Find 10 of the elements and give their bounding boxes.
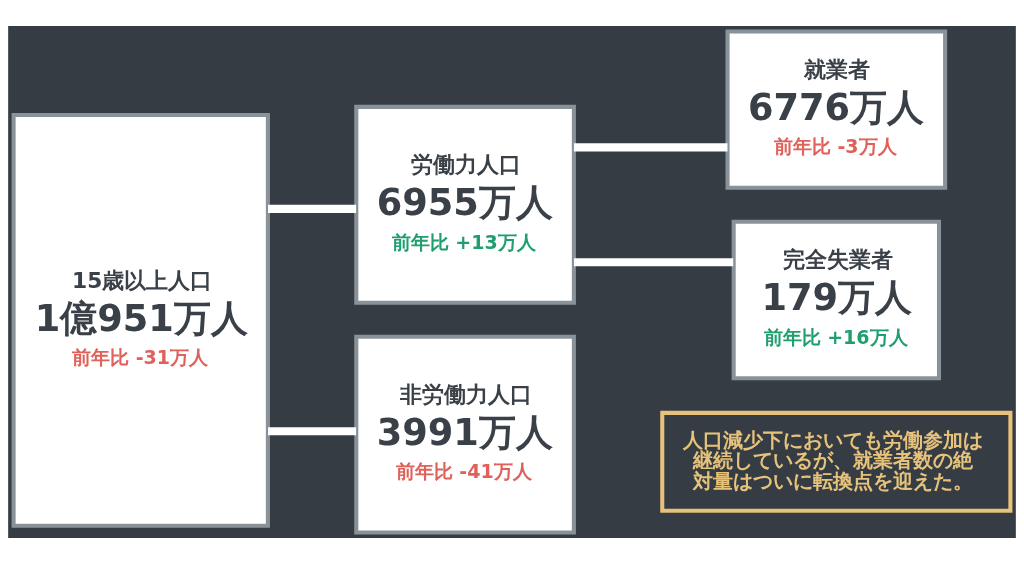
node-box: 人口減少下においても労働参加は継続しているが、就業者数の絶対量はついに転換点を迎えた。 (660, 410, 1013, 513)
node-box: 15歳以上人口 1億951万人 前年比 -31万人 (11, 112, 270, 528)
node-box: 労働力人口 6955万人 前年比 +13万人 (354, 104, 576, 305)
connector (268, 426, 357, 435)
connector (573, 142, 728, 151)
node-box: 就業者 6776万人 前年比 -3万人 (725, 28, 948, 190)
node-box: 非労働力人口 3991万人 前年比 -41万人 (354, 334, 576, 535)
connector (573, 257, 734, 266)
node-box: 完全失業者 179万人 前年比 +16万人 (731, 219, 942, 380)
connector (268, 204, 357, 213)
